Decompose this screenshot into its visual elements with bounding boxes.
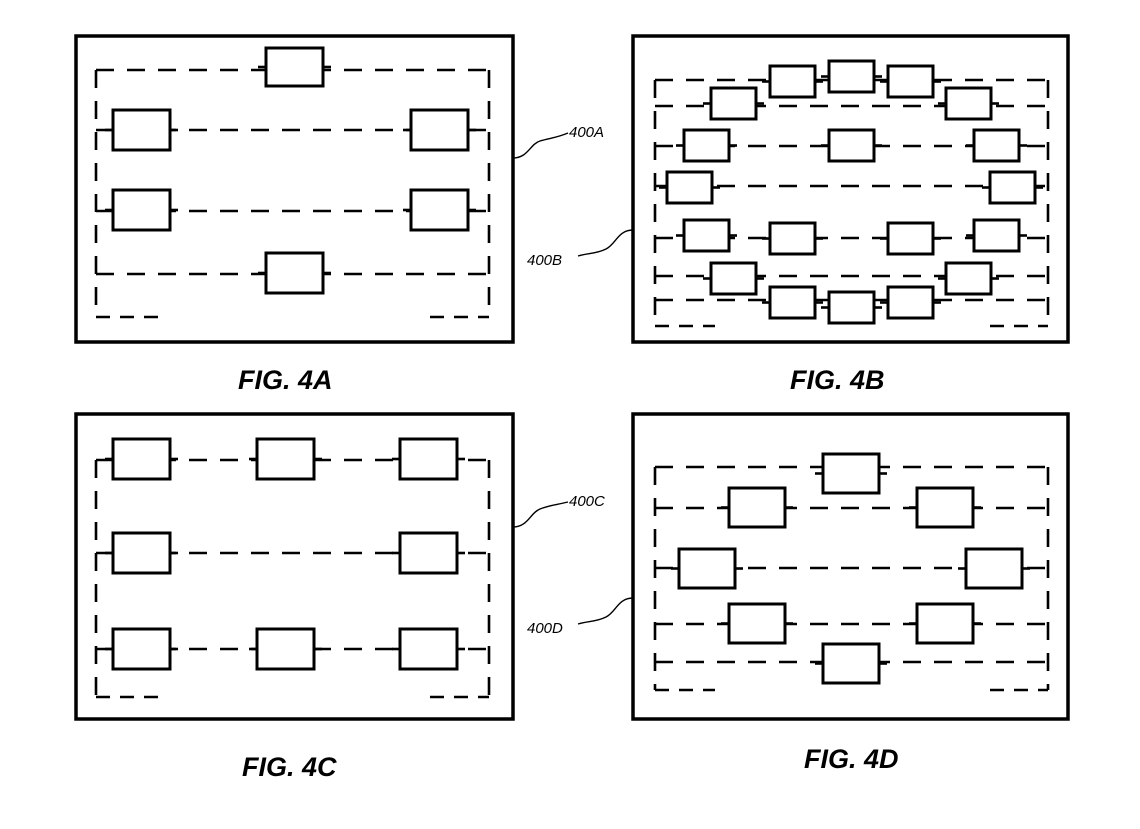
device-box (827, 59, 876, 94)
reference-label-400c: 400C (569, 493, 605, 510)
figure-4a-frame (74, 34, 515, 344)
device-box (915, 602, 975, 645)
device-box (972, 218, 1021, 253)
device-box (398, 627, 459, 671)
device-box (944, 86, 993, 121)
device-box (944, 261, 993, 296)
device-box (915, 486, 975, 529)
device-box (727, 486, 787, 529)
device-box (768, 64, 817, 99)
device-box (709, 261, 758, 296)
device-box (682, 218, 731, 253)
device-box (821, 642, 881, 685)
device-box (111, 437, 172, 481)
device-box (988, 170, 1037, 205)
device-box (677, 547, 737, 590)
figure-caption-4c: FIG. 4C (242, 752, 337, 782)
device-box (111, 531, 172, 575)
device-box (827, 290, 876, 325)
figure-4b-devices (659, 59, 1043, 325)
device-box (264, 251, 325, 295)
figure-4b: 400B FIG. 4B (527, 34, 1070, 395)
figure-caption-4d: FIG. 4D (804, 744, 899, 774)
device-box (821, 452, 881, 495)
device-box (409, 188, 470, 232)
device-box (682, 128, 731, 163)
reference-leader-400d (577, 597, 634, 625)
figure-caption-4a: FIG. 4A (238, 365, 333, 395)
reference-leader-400c (512, 501, 569, 528)
device-box (964, 547, 1024, 590)
figure-4a: 400A FIG. 4A (74, 34, 604, 395)
figure-4c-devices (105, 437, 465, 671)
device-box (972, 128, 1021, 163)
figure-4c: 400C FIG. 4C (74, 412, 605, 782)
device-box (264, 46, 325, 88)
device-box (709, 86, 758, 121)
figure-4d-devices (671, 452, 1030, 685)
reference-label-400d: 400D (527, 620, 563, 637)
device-box (886, 64, 935, 99)
device-box (255, 627, 316, 671)
reference-leader-400b (577, 229, 634, 257)
device-box (398, 437, 459, 481)
device-box (768, 285, 817, 320)
device-box (665, 170, 714, 205)
device-box (111, 108, 172, 152)
figure-4a-devices (105, 46, 476, 295)
device-box (886, 221, 935, 256)
device-box (727, 602, 787, 645)
figure-4d: 400D FIG. 4D (527, 412, 1070, 774)
figure-caption-4b: FIG. 4B (790, 365, 885, 395)
device-box (111, 188, 172, 232)
reference-label-400a: 400A (569, 124, 604, 141)
device-box (886, 285, 935, 320)
device-box (111, 627, 172, 671)
device-box (398, 531, 459, 575)
device-box (827, 128, 876, 163)
device-box (768, 221, 817, 256)
reference-label-400b: 400B (527, 252, 562, 269)
figure-4b-frame (631, 34, 1070, 344)
reference-leader-400a (512, 132, 569, 159)
figure-4c-frame (74, 412, 515, 721)
device-box (255, 437, 316, 481)
device-box (409, 108, 470, 152)
figure-4d-frame (631, 412, 1070, 721)
